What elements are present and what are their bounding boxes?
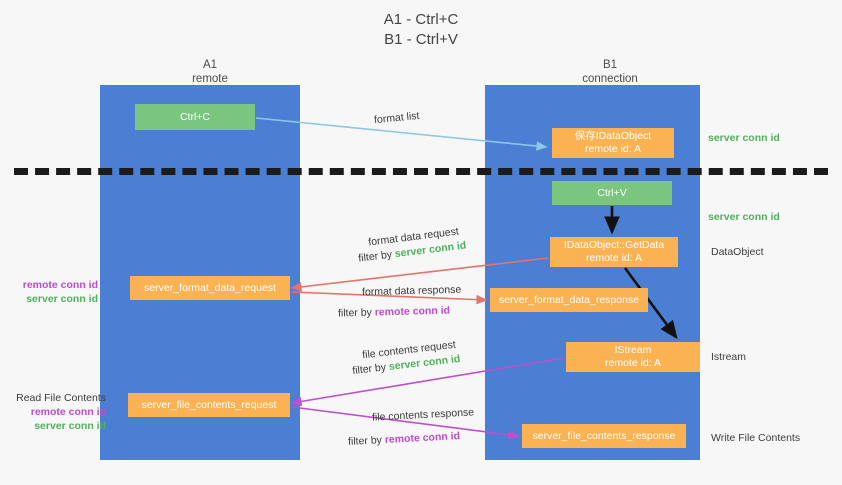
phase-divider xyxy=(14,168,828,175)
node-server-file-contents-response-label: server_file_contents_response xyxy=(532,429,676,442)
node-getdata-label: IDataObject::GetData xyxy=(563,239,665,251)
annotation-right-server-conn-id-2: server conn id xyxy=(708,211,780,223)
annotation-right-server-conn-id-1: server conn id xyxy=(708,132,780,144)
node-getdata-sublabel: remote id: A xyxy=(585,252,643,264)
annotation-remote-conn-id: remote conn id xyxy=(30,406,106,418)
node-ctrl-v[interactable]: Ctrl+V xyxy=(552,181,672,205)
filter-prefix: filter by xyxy=(351,361,390,378)
lane-header-b1: B1 connection xyxy=(520,58,700,86)
lane-header-a1-name: A1 xyxy=(202,59,218,71)
annotation-remote-conn-id: remote conn id xyxy=(22,279,98,291)
node-server-format-data-request[interactable]: server_format_data_request xyxy=(130,276,290,300)
node-ctrl-c-label: Ctrl+C xyxy=(179,110,211,123)
node-idataobject[interactable]: 保存IDataObject remote id: A xyxy=(552,128,674,158)
node-server-file-contents-request-label: server_file_contents_request xyxy=(141,398,277,411)
edge-label-format-list: format list xyxy=(373,109,420,127)
node-istream-label: IStream xyxy=(614,344,652,356)
edge-label-file-contents-response: file contents response xyxy=(371,406,475,424)
annotation-server-conn-id: server conn id xyxy=(26,293,98,305)
page-title-line-2: B1 - Ctrl+V xyxy=(384,31,458,48)
annotation-left-conn-ids-1: remote conn id server conn id xyxy=(10,278,98,306)
lane-header-b1-name: B1 xyxy=(602,59,618,71)
node-ctrl-c[interactable]: Ctrl+C xyxy=(135,104,255,130)
lane-header-b1-sub: connection xyxy=(582,73,638,85)
filter-prefix: filter by xyxy=(357,248,396,265)
filter-key-remote-conn-id: remote conn id xyxy=(384,430,461,446)
node-server-file-contents-response[interactable]: server_file_contents_response xyxy=(522,424,686,448)
page-title: A1 - Ctrl+C B1 - Ctrl+V xyxy=(0,10,842,50)
node-getdata[interactable]: IDataObject::GetData remote id: A xyxy=(550,237,678,267)
node-ctrl-v-label: Ctrl+V xyxy=(597,186,627,199)
lane-header-a1-sub: remote xyxy=(192,73,228,85)
edge-label-format-data-response: format data response xyxy=(361,283,462,299)
filter-prefix: filter by xyxy=(337,306,375,320)
annotation-right-dataobject: DataObject xyxy=(711,246,764,258)
node-istream[interactable]: IStream remote id: A xyxy=(566,342,700,372)
annotation-server-conn-id: server conn id xyxy=(34,420,106,432)
annotation-right-istream: Istream xyxy=(711,351,747,363)
annotation-right-write-file-contents: Write File Contents xyxy=(711,432,801,444)
annotation-read-file-contents-heading: Read File Contents xyxy=(16,392,106,404)
node-server-file-contents-request[interactable]: server_file_contents_request xyxy=(128,393,290,417)
node-server-format-data-request-label: server_format_data_request xyxy=(144,281,276,294)
annotation-left-read-file-contents: Read File Contents remote conn id server… xyxy=(10,391,106,433)
node-server-format-data-response-label: server_format_data_response xyxy=(498,293,640,306)
filter-prefix: filter by xyxy=(347,434,386,448)
node-server-format-data-response[interactable]: server_format_data_response xyxy=(490,288,648,312)
edge-label-file-contents-response-filter: filter by remote conn id xyxy=(348,429,461,449)
page-title-line-1: A1 - Ctrl+C xyxy=(383,11,459,28)
edge-label-format-data-response-filter: filter by remote conn id xyxy=(338,304,450,321)
node-idataobject-sublabel: remote id: A xyxy=(584,143,642,155)
node-idataobject-label: 保存IDataObject xyxy=(574,130,652,142)
node-istream-sublabel: remote id: A xyxy=(604,357,662,369)
lane-header-a1: A1 remote xyxy=(120,58,300,86)
filter-key-remote-conn-id: remote conn id xyxy=(374,304,451,319)
